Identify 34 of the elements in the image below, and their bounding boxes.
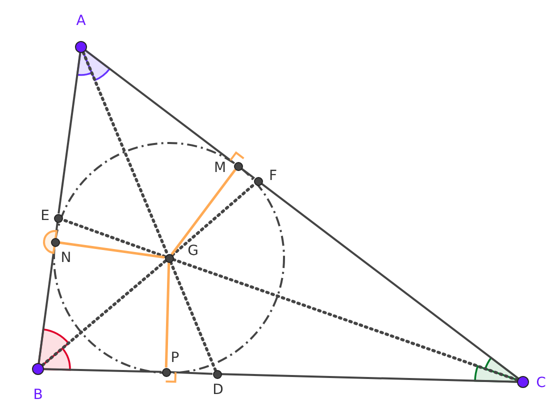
point-dot xyxy=(162,368,170,376)
point-label: P xyxy=(170,350,180,366)
point-dot xyxy=(54,214,62,222)
line-segment xyxy=(43,230,165,259)
line-segment xyxy=(44,368,162,373)
point-label: F xyxy=(268,168,278,184)
point-label: A xyxy=(76,13,86,29)
line-segment xyxy=(164,262,176,383)
line-segment xyxy=(170,152,245,256)
point-label: E xyxy=(40,208,50,224)
line-segment xyxy=(221,373,518,383)
line-segment xyxy=(241,168,255,180)
point-dot xyxy=(234,162,242,170)
line-segment xyxy=(260,182,519,380)
dotted-line xyxy=(169,260,217,372)
point-dot xyxy=(32,363,44,375)
point-label: B xyxy=(33,387,43,403)
point-label: G xyxy=(188,243,198,259)
point-dot xyxy=(254,176,262,186)
line-segment xyxy=(58,52,82,214)
point-dot xyxy=(517,376,529,388)
line-segment xyxy=(170,371,213,375)
dotted-line xyxy=(41,259,168,367)
line-segment xyxy=(85,50,236,164)
point-label: M xyxy=(214,160,226,176)
point-label: C xyxy=(536,375,546,391)
dotted-line xyxy=(172,258,519,382)
point-dot xyxy=(212,370,222,378)
dotted-line xyxy=(170,182,256,257)
point-label: D xyxy=(212,382,224,398)
point-label: N xyxy=(60,250,72,266)
point-dot xyxy=(75,41,87,53)
dotted-line xyxy=(60,218,166,258)
dotted-line xyxy=(82,51,169,256)
